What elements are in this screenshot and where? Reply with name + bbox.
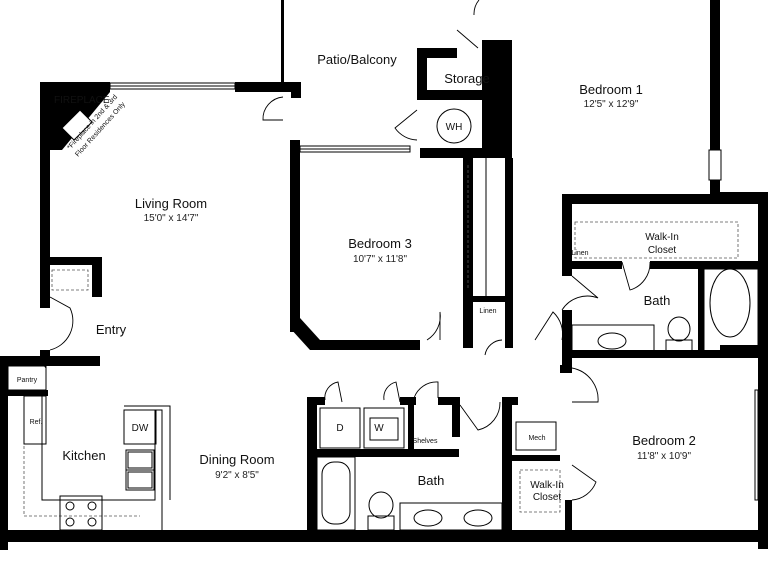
labels: FIREPLACE *Fireplace in 2nd & 3rd Floor … bbox=[17, 52, 696, 503]
patio-label: Patio/Balcony bbox=[317, 52, 397, 67]
linen1-label: Linen bbox=[571, 250, 588, 257]
dining-name: Dining Room bbox=[199, 452, 274, 467]
dining-dims: 9'2" x 8'5" bbox=[215, 470, 259, 481]
doors bbox=[39, 0, 651, 501]
living-name: Living Room bbox=[135, 196, 207, 211]
walkin-closet2-line2: Closet bbox=[533, 492, 562, 503]
storage-label: Storage bbox=[444, 71, 490, 86]
walls bbox=[0, 0, 768, 550]
bedroom1-name: Bedroom 1 bbox=[579, 82, 643, 97]
walkin-closet2-line1: Walk-In bbox=[530, 480, 564, 491]
kitchen-label: Kitchen bbox=[62, 448, 105, 463]
water-heater-label: WH bbox=[446, 122, 463, 133]
bath1-label: Bath bbox=[644, 293, 671, 308]
walkin-closet1-line1: Walk-In bbox=[645, 232, 679, 243]
fireplace-label: FIREPLACE bbox=[54, 95, 110, 106]
walkin-closet1-line2: Closet bbox=[648, 245, 677, 256]
mech-label: Mech bbox=[528, 435, 545, 442]
bedroom2-dims: 11'8" x 10'9" bbox=[637, 451, 692, 462]
bedroom1-dims: 12'5" x 12'9" bbox=[584, 99, 639, 110]
pantry-label: Pantry bbox=[17, 377, 38, 384]
linen2-label: Linen bbox=[479, 308, 496, 315]
entry-label: Entry bbox=[96, 322, 127, 337]
dryer-label: D bbox=[336, 423, 343, 434]
bedroom3-dims: 10'7" x 11'8" bbox=[353, 254, 408, 265]
dishwasher-label: DW bbox=[132, 423, 149, 434]
bath2-label: Bath bbox=[418, 473, 445, 488]
shelves-label: Shelves bbox=[413, 438, 438, 445]
bedroom2-name: Bedroom 2 bbox=[632, 433, 696, 448]
living-dims: 15'0" x 14'7" bbox=[144, 213, 199, 224]
washer-label: W bbox=[374, 423, 384, 434]
windows bbox=[109, 82, 762, 501]
bedroom3-name: Bedroom 3 bbox=[348, 236, 412, 251]
refrigerator-label: Ref. bbox=[30, 419, 43, 426]
fixtures bbox=[7, 92, 759, 531]
